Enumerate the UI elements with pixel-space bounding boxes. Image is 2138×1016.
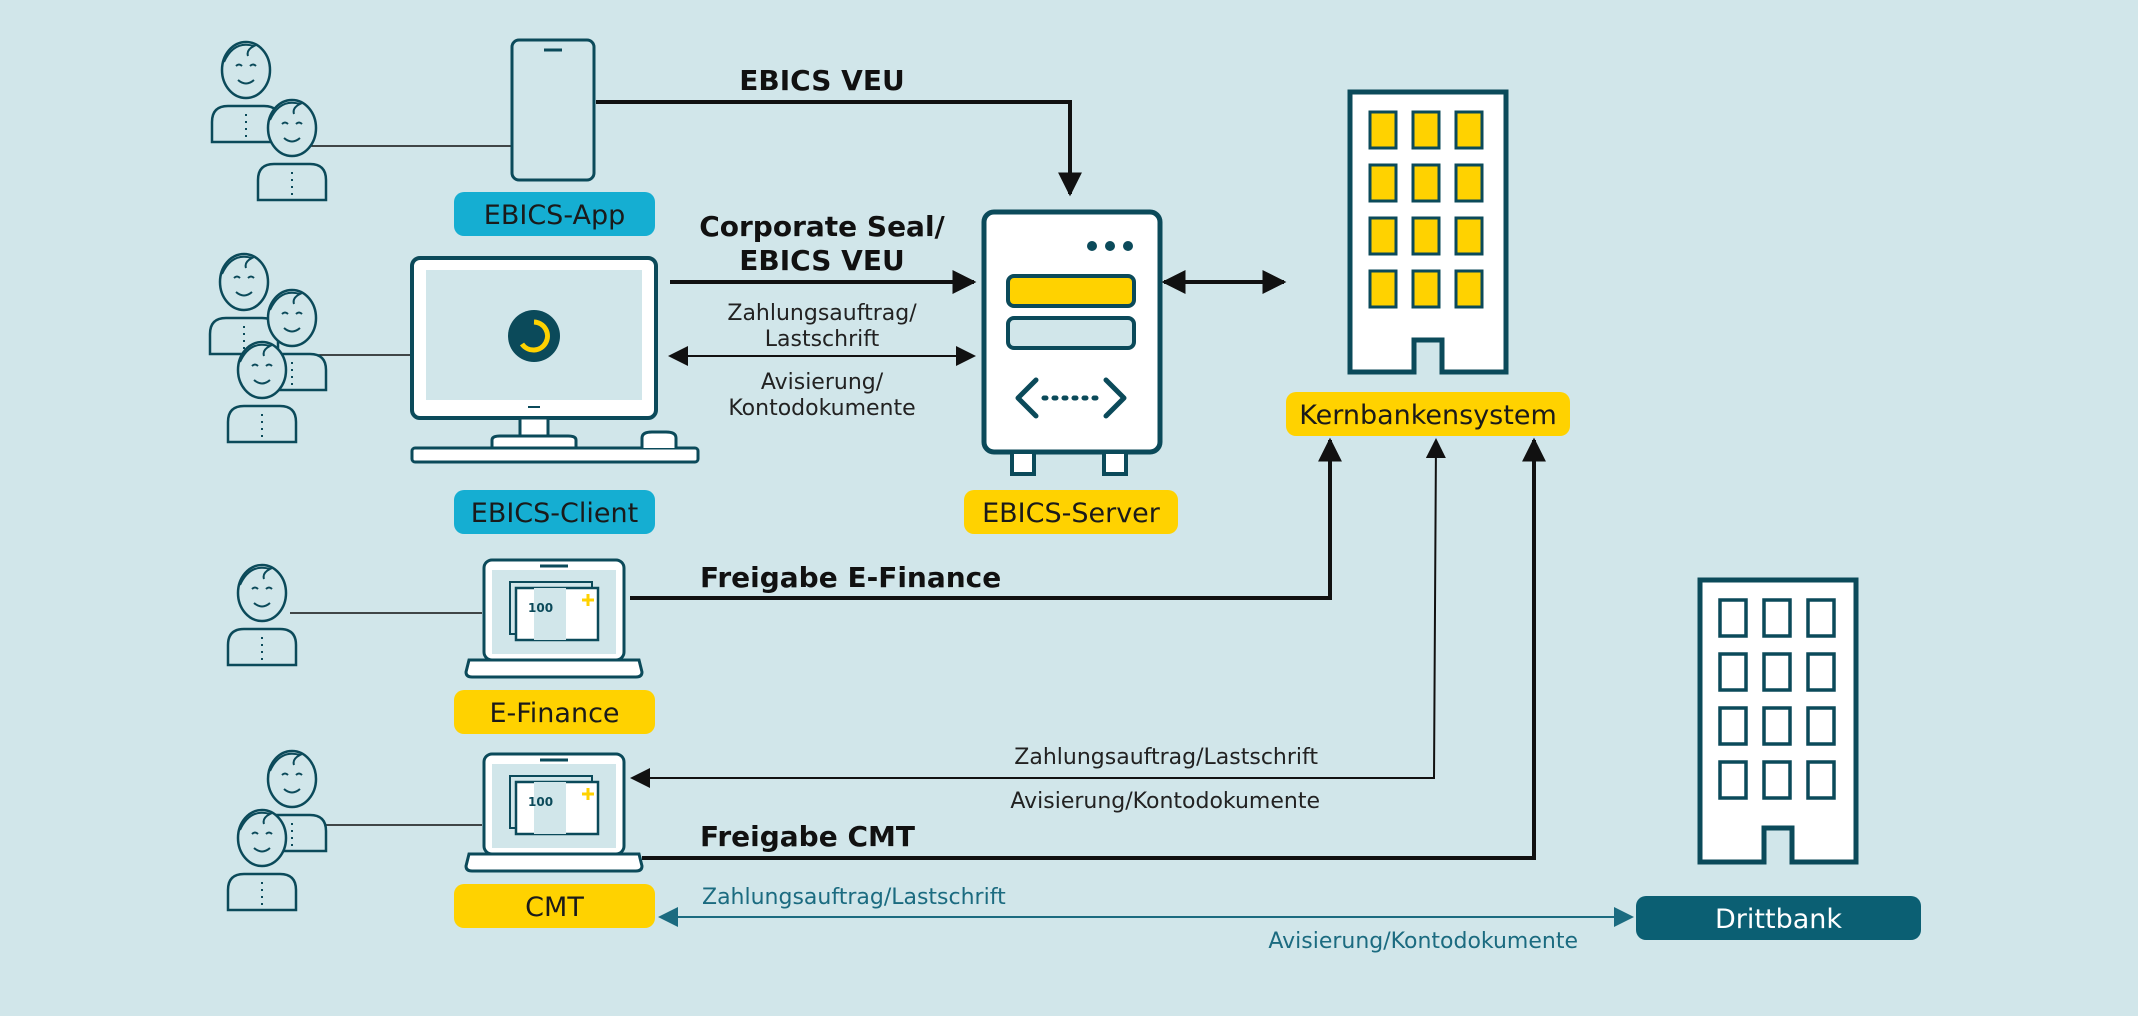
flow-label-cmt-advice: Avisierung/Kontodokumente <box>1010 789 1320 814</box>
server-icon <box>981 209 1163 476</box>
flow-label-ebics-veu: EBICS VEU <box>739 64 904 97</box>
flow-label-corporate-seal: Corporate Seal/ <box>699 210 945 243</box>
svg-text:Kernbankensystem: Kernbankensystem <box>1299 400 1557 431</box>
svg-text:EBICS-Server: EBICS-Server <box>982 498 1161 529</box>
banknote-value: 100 <box>528 795 553 809</box>
flow-label-drittbank-advice: Avisierung/Kontodokumente <box>1268 929 1578 954</box>
user-group-cmt <box>226 749 482 912</box>
ebics-client-label: EBICS-Client <box>454 490 655 534</box>
arrow-cmt-payment-exchange <box>630 438 1446 788</box>
flow-label-freigabe-efinance: Freigabe E-Finance <box>700 561 1001 594</box>
third-bank-building-icon <box>1697 577 1859 865</box>
svg-text:EBICS-App: EBICS-App <box>484 200 625 231</box>
user-group-client <box>208 252 412 444</box>
cmt-label: CMT <box>454 884 655 928</box>
user-group-app <box>210 40 512 202</box>
svg-text:EBICS-Client: EBICS-Client <box>471 498 638 529</box>
desktop-computer-icon <box>410 256 700 464</box>
flow-label-client-advice: Avisierung/ <box>761 370 884 395</box>
banknote-value: 100 <box>528 601 553 615</box>
person-icon <box>208 252 280 356</box>
person-icon <box>226 563 298 667</box>
e-finance-label: E-Finance <box>454 690 655 734</box>
flow-label-freigabe-cmt: Freigabe CMT <box>700 820 915 853</box>
flow-label-corporate-seal-veu: EBICS VEU <box>739 244 904 277</box>
user-group-efinance <box>226 563 482 667</box>
ebics-app-label: EBICS-App <box>454 192 655 236</box>
arrow-ebics-veu <box>596 100 1082 197</box>
flow-label-client-payment: Zahlungsauftrag/ <box>727 301 917 326</box>
flow-label-drittbank-payment: Zahlungsauftrag/Lastschrift <box>702 885 1006 910</box>
svg-text:E-Finance: E-Finance <box>489 698 619 729</box>
bank-building-icon <box>1347 89 1509 375</box>
kernbankensystem-label: Kernbankensystem <box>1286 392 1570 436</box>
arrow-freigabe-cmt <box>642 437 1546 860</box>
svg-text:CMT: CMT <box>525 892 584 923</box>
ebics-server-label: EBICS-Server <box>964 490 1178 534</box>
svg-text:Drittbank: Drittbank <box>1715 904 1842 935</box>
drittbank-label: Drittbank <box>1636 896 1921 940</box>
flow-label-cmt-payment: Zahlungsauftrag/Lastschrift <box>1014 745 1318 770</box>
laptop-cmt-icon: 100 <box>464 752 644 873</box>
flow-label-client-advice-2: Kontodokumente <box>728 396 915 421</box>
smartphone-icon <box>510 38 596 182</box>
flow-label-client-payment-2: Lastschrift <box>765 327 880 352</box>
laptop-efinance-icon: 100 <box>464 558 644 679</box>
